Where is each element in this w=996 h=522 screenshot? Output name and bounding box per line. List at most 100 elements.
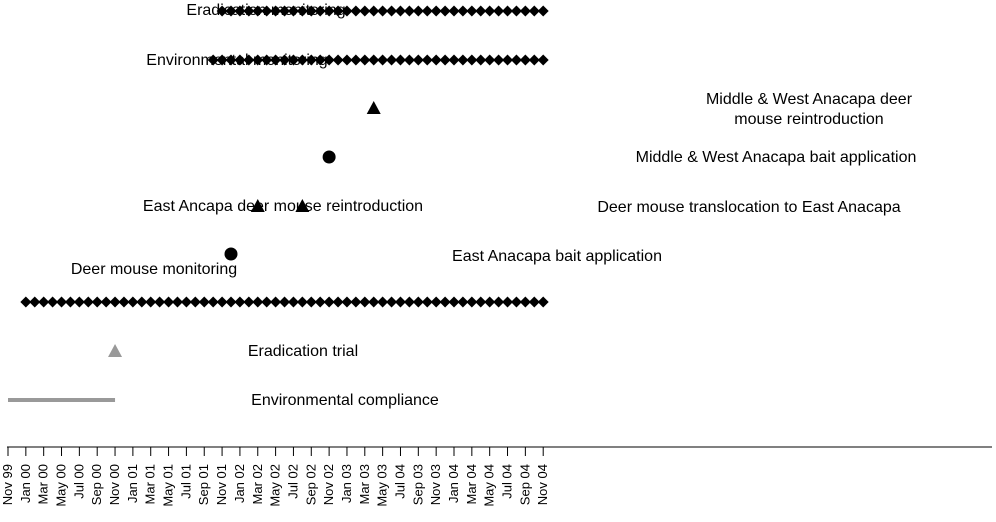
environmental-monitoring-point xyxy=(216,54,228,66)
deer-mouse-monitoring-point xyxy=(225,296,237,308)
eradication-monitoring-point xyxy=(368,5,380,17)
deer-mouse-monitoring-point xyxy=(136,296,148,308)
environmental-monitoring-point xyxy=(519,54,531,66)
deer-mouse-monitoring-point xyxy=(163,296,175,308)
environmental-monitoring-point xyxy=(412,54,424,66)
x-tick-label: Jan 03 xyxy=(339,464,354,503)
x-tick-label: Nov 02 xyxy=(321,464,336,505)
eradication-monitoring-point xyxy=(412,5,424,17)
deer-mouse-monitoring-point xyxy=(403,296,415,308)
eradication-monitoring-point xyxy=(430,5,442,17)
environmental-monitoring-point xyxy=(207,54,219,66)
deer-mouse-monitoring-point xyxy=(537,296,549,308)
deer-mouse-monitoring-point xyxy=(180,296,192,308)
deer-mouse-monitoring-point xyxy=(475,296,487,308)
label-mw-reintroduction-line1: Middle & West Anacapa deer xyxy=(706,91,913,108)
environmental-monitoring-point xyxy=(386,54,398,66)
eradication-monitoring-point xyxy=(332,5,344,17)
deer-mouse-monitoring-point xyxy=(47,296,59,308)
eradication-monitoring-point xyxy=(519,5,531,17)
x-tick-label: Nov 01 xyxy=(214,464,229,505)
deer-mouse-monitoring-point xyxy=(20,296,32,308)
environmental-monitoring-point xyxy=(457,54,469,66)
x-tick-label: May 00 xyxy=(54,464,69,507)
deer-mouse-monitoring-point xyxy=(394,296,406,308)
deer-mouse-monitoring-point xyxy=(412,296,424,308)
x-tick-label: May 03 xyxy=(375,464,390,507)
label-east-bait-application: East Anacapa bait application xyxy=(452,248,662,265)
label-translocation: Deer mouse translocation to East Anacapa xyxy=(597,199,900,216)
eradication-monitoring-point xyxy=(421,5,433,17)
x-tick-label: Sep 03 xyxy=(410,464,425,505)
environmental-monitoring-point xyxy=(421,54,433,66)
x-tick-label: Jan 04 xyxy=(446,464,461,503)
deer-mouse-monitoring-point xyxy=(439,296,451,308)
deer-mouse-monitoring-point xyxy=(305,296,317,308)
eradication-monitoring-point xyxy=(314,5,326,17)
eradication-monitoring-point xyxy=(457,5,469,17)
x-tick-label: Nov 04 xyxy=(535,464,550,505)
eradication-monitoring-point xyxy=(475,5,487,17)
label-eradication-monitoring: Eradication monitoring xyxy=(186,2,345,19)
deer-mouse-monitoring-point xyxy=(350,296,362,308)
deer-mouse-monitoring-point xyxy=(29,296,41,308)
environmental-monitoring-point xyxy=(403,54,415,66)
deer-mouse-monitoring-point xyxy=(198,296,210,308)
label-deer-mouse-monitoring: Deer mouse monitoring xyxy=(71,261,237,278)
label-east-reintroduction: East Ancapa deer mouse reintroduction xyxy=(143,198,423,215)
x-tick-label: May 01 xyxy=(161,464,176,507)
environmental-monitoring-point xyxy=(252,54,264,66)
eradication-monitoring-point xyxy=(359,5,371,17)
environmental-monitoring-point xyxy=(234,54,246,66)
deer-mouse-monitoring-point xyxy=(261,296,273,308)
deer-mouse-monitoring-point xyxy=(368,296,380,308)
activity-markers xyxy=(8,5,549,402)
deer-mouse-monitoring-point xyxy=(154,296,166,308)
eradication-monitoring-point xyxy=(234,5,246,17)
eradication-monitoring-point xyxy=(537,5,549,17)
deer-mouse-monitoring-point xyxy=(448,296,460,308)
eradication-monitoring-point xyxy=(439,5,451,17)
x-tick-label: Jan 02 xyxy=(232,464,247,503)
eradication-monitoring-point xyxy=(510,5,522,17)
environmental-monitoring-point xyxy=(332,54,344,66)
environmental-monitoring-point xyxy=(314,54,326,66)
environmental-monitoring-point xyxy=(350,54,362,66)
x-tick-label: Sep 04 xyxy=(517,464,532,505)
environmental-monitoring-point xyxy=(502,54,514,66)
deer-mouse-monitoring-point xyxy=(127,296,139,308)
x-tick-label: Jul 02 xyxy=(285,464,300,499)
middle-west-anacapa-bait-application-marker xyxy=(322,150,336,164)
eradication-monitoring-point xyxy=(394,5,406,17)
deer-mouse-monitoring-point xyxy=(457,296,469,308)
x-tick-label: Mar 00 xyxy=(36,464,51,504)
x-tick-label: Mar 01 xyxy=(143,464,158,504)
deer-mouse-monitoring-point xyxy=(207,296,219,308)
deer-mouse-monitoring-point xyxy=(493,296,505,308)
x-tick-label: May 02 xyxy=(268,464,283,507)
environmental-monitoring-point xyxy=(261,54,273,66)
eradication-monitoring-point xyxy=(528,5,540,17)
environmental-monitoring-point xyxy=(225,54,237,66)
eradication-monitoring-point xyxy=(341,5,353,17)
deer-mouse-monitoring-point xyxy=(314,296,326,308)
eradication-monitoring-point xyxy=(448,5,460,17)
x-tick-label: Nov 99 xyxy=(0,464,15,505)
eradication-monitoring-point xyxy=(484,5,496,17)
x-tick-label: Nov 00 xyxy=(107,464,122,505)
deer-mouse-monitoring-point xyxy=(484,296,496,308)
east-ancapa-deer-mouse-reintroduction-marker xyxy=(250,199,265,212)
deer-mouse-monitoring-point xyxy=(91,296,103,308)
label-environmental-compliance: Environmental compliance xyxy=(251,392,439,409)
eradication-monitoring-point xyxy=(386,5,398,17)
deer-mouse-monitoring-point xyxy=(171,296,183,308)
x-tick-label: May 04 xyxy=(482,464,497,507)
environmental-monitoring-point xyxy=(439,54,451,66)
environmental-monitoring-point xyxy=(493,54,505,66)
eradication-monitoring-point xyxy=(466,5,478,17)
x-tick-label: Jan 00 xyxy=(18,464,33,503)
eradication-monitoring-point xyxy=(296,5,308,17)
environmental-monitoring-point xyxy=(279,54,291,66)
eradication-trial-marker xyxy=(108,344,123,357)
